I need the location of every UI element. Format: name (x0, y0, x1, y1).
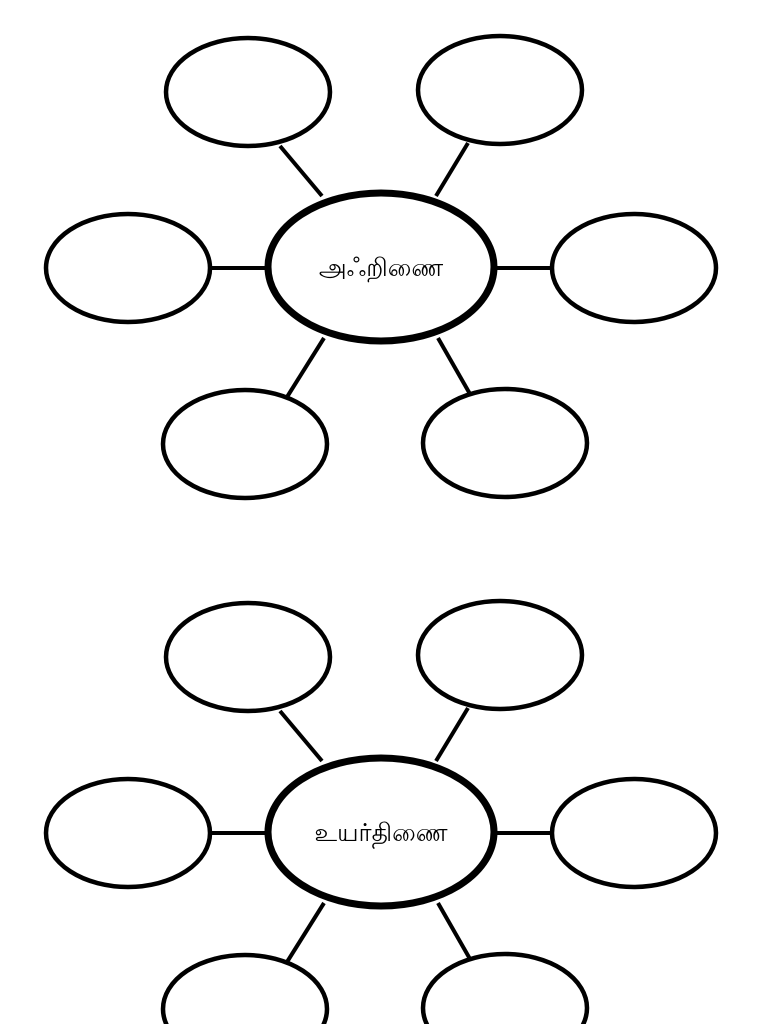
spoke-bubble-top-left[interactable] (163, 35, 333, 149)
spoke-bubble-bottom-right[interactable] (420, 386, 590, 500)
spoke-bubble-right[interactable] (549, 776, 719, 890)
bubble-map-1: அஃறிணை (43, 33, 719, 501)
center-bubble (264, 189, 498, 345)
center-bubble (264, 754, 498, 910)
spoke-bubble-bottom-left[interactable] (160, 952, 330, 1024)
spoke-bubble-right[interactable] (549, 211, 719, 325)
connector-top-left (278, 709, 324, 763)
connector-bottom-right (436, 337, 472, 395)
spoke-bubble-left[interactable] (43, 211, 213, 325)
spoke-bubble-top-right[interactable] (415, 598, 585, 712)
center-label: உயர்திணை (314, 818, 447, 849)
spoke-bubble-top-right[interactable] (415, 33, 585, 147)
connector-bottom-right (436, 902, 472, 960)
connector-top-left (278, 144, 324, 198)
center-label: அஃறிணை (319, 253, 444, 282)
connector-bottom-left (285, 901, 326, 964)
bubble-map-2: உயர்திணை (43, 598, 719, 1024)
spoke-bubble-top-left[interactable] (163, 600, 333, 714)
connector-top-right (434, 141, 470, 198)
connector-top-right (434, 706, 470, 763)
spoke-bubble-bottom-left[interactable] (160, 387, 330, 501)
spoke-bubble-bottom-right[interactable] (420, 951, 590, 1024)
spoke-bubble-left[interactable] (43, 776, 213, 890)
connector-bottom-left (285, 336, 326, 399)
